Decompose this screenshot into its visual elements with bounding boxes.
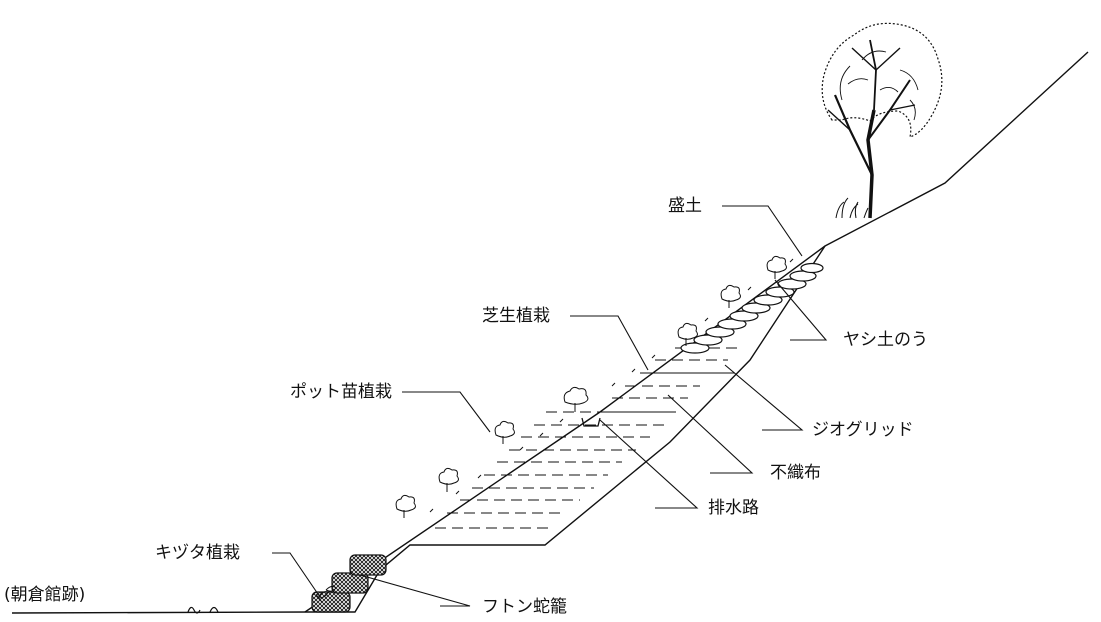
nonwoven-fabric-label: 不織布 <box>770 463 821 483</box>
pot-seedlings <box>395 255 787 518</box>
drain-channel <box>581 417 601 427</box>
geogrid-label: ジオグリッド <box>812 420 914 440</box>
site-label: (朝倉館跡) <box>4 585 86 605</box>
reinforced-zone-boundary <box>310 245 826 613</box>
geogrid-layers <box>410 372 735 546</box>
gabion-label: フトン蛇籠 <box>482 597 567 617</box>
nonwoven-fabric-layers <box>435 347 742 529</box>
leader-lines <box>272 205 828 607</box>
palm-soil-bags-label: ヤシ土のう <box>843 330 928 350</box>
ivy-planting <box>315 585 337 603</box>
pot-seedlings-label: ポット苗植栽 <box>290 382 392 402</box>
ivy-planting-label: キヅタ植栽 <box>155 543 240 563</box>
palm-soil-bags <box>680 262 824 354</box>
fill-label: 盛土 <box>668 196 702 216</box>
ground-line <box>11 606 311 614</box>
drain-label: 排水路 <box>708 498 759 518</box>
turf-planting <box>429 258 794 513</box>
turf-planting-label: 芝生植栽 <box>482 306 550 326</box>
tree <box>821 22 943 219</box>
gabion-baskets <box>311 554 387 613</box>
